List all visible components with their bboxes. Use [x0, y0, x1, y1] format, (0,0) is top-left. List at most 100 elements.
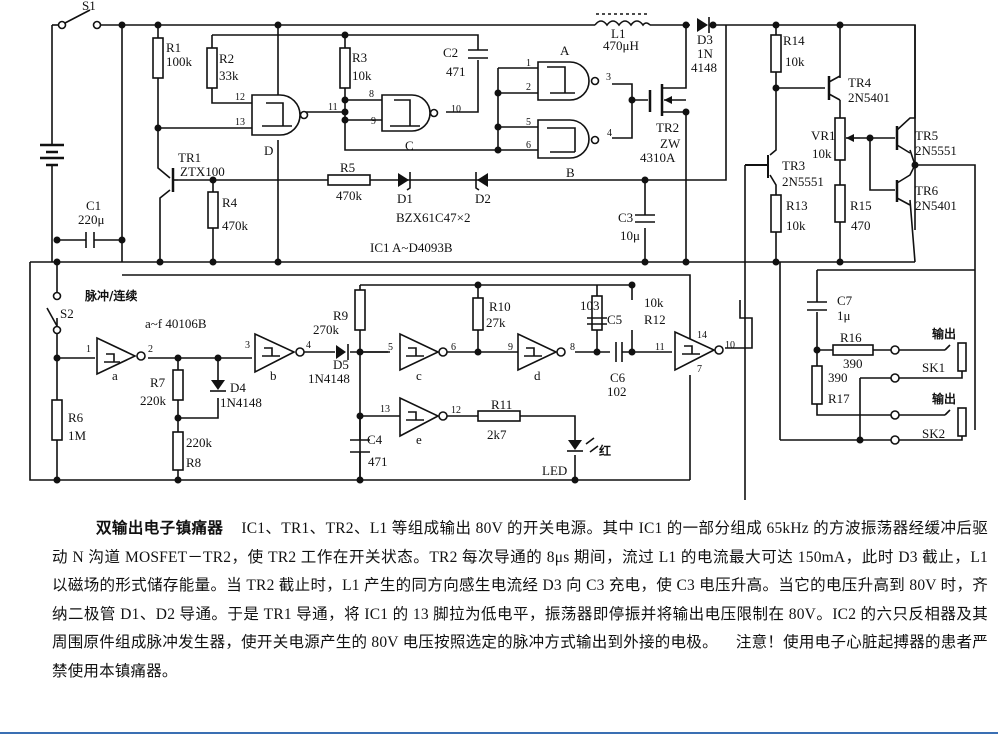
svg-text:8: 8 — [369, 89, 374, 100]
diode-d5: D5 1N4148 — [308, 344, 350, 386]
value-r13: 10k — [786, 218, 806, 233]
label-r1: R1 — [166, 40, 181, 55]
transistor-tr4: TR4 2N5401 — [827, 75, 890, 105]
svg-text:TR4: TR4 — [848, 75, 872, 90]
wires — [29, 24, 976, 500]
schmitt-inverter-c: c 5 6 — [388, 332, 456, 383]
value-r14: 10k — [785, 54, 805, 69]
diode-d1: D1 — [397, 172, 413, 206]
svg-text:TR1: TR1 — [178, 150, 201, 165]
svg-text:C: C — [405, 138, 414, 153]
svg-text:LED: LED — [542, 463, 567, 478]
svg-text:d: d — [534, 368, 541, 383]
svg-text:a: a — [112, 368, 118, 383]
svg-text:1μ: 1μ — [837, 308, 851, 323]
svg-text:ZW: ZW — [660, 136, 681, 151]
svg-text:11: 11 — [655, 342, 665, 353]
label-r5: R5 — [340, 160, 355, 175]
svg-text:1N: 1N — [697, 46, 714, 61]
nand-gate-a: A 1 2 3 — [526, 43, 611, 101]
resistors — [51, 34, 874, 471]
led: 红 LED — [542, 437, 611, 478]
label-r17: R17 — [828, 391, 850, 406]
value-r16: 390 — [843, 356, 863, 371]
svg-text:102: 102 — [607, 384, 627, 399]
svg-text:4148: 4148 — [691, 60, 717, 75]
resistor-r10 — [472, 297, 484, 331]
svg-text:b: b — [270, 368, 277, 383]
label-r2: R2 — [219, 51, 234, 66]
resistor-r6 — [51, 399, 63, 441]
label-r6: R6 — [68, 410, 84, 425]
svg-text:SK1: SK1 — [922, 360, 945, 375]
svg-text:5: 5 — [526, 117, 531, 128]
svg-text:TR2: TR2 — [656, 120, 679, 135]
svg-text:L1: L1 — [611, 26, 625, 41]
mode-label: 脉冲/连续 — [84, 288, 137, 303]
svg-text:c: c — [416, 368, 422, 383]
label-r7: R7 — [150, 375, 166, 390]
caption-warning: 注意！使用电子心脏起搏器的患者严禁使用本镇痛器。 — [52, 634, 988, 680]
svg-text:2N5551: 2N5551 — [782, 174, 824, 189]
label-r8: R8 — [186, 455, 201, 470]
svg-text:13: 13 — [235, 117, 245, 128]
inductor-l1: L1 470μH — [594, 13, 651, 53]
diode-d4: D4 1N4148 — [210, 380, 262, 410]
label-r15: R15 — [850, 198, 872, 213]
svg-text:1N4148: 1N4148 — [308, 371, 350, 386]
schmitt-inverter-b: b 3 4 — [245, 332, 311, 383]
value-r10: 27k — [486, 315, 506, 330]
capacitor-c3: C3 10μ — [618, 210, 655, 243]
resistor-r15 — [834, 184, 846, 223]
nand-gate-c: C 8 9 10 — [369, 89, 461, 153]
svg-text:C2: C2 — [443, 45, 458, 60]
transistor-tr3: TR3 2N5551 — [745, 155, 824, 189]
svg-text:C7: C7 — [837, 293, 853, 308]
label-r13: R13 — [786, 198, 808, 213]
svg-text:4310A: 4310A — [640, 150, 676, 165]
switch-s2: S2 脉冲/连续 — [46, 288, 137, 335]
value-r7: 220k — [140, 393, 167, 408]
schmitt-inverter-d: d 9 8 — [508, 332, 575, 383]
svg-text:D3: D3 — [697, 32, 713, 47]
svg-text:1N4148: 1N4148 — [220, 395, 262, 410]
value-r4: 470k — [222, 218, 249, 233]
svg-text:10: 10 — [451, 104, 461, 115]
value-r8: 220k — [186, 435, 213, 450]
svg-text:3: 3 — [245, 340, 250, 351]
label-ic2: a~f 40106B — [145, 316, 207, 331]
resistor-r11 — [477, 410, 521, 422]
resistor-r9 — [354, 289, 366, 331]
potentiometer-vr1 — [834, 117, 846, 161]
socket-sk2 — [957, 407, 967, 437]
nand-gate-d: D 12 13 11 — [235, 92, 338, 158]
resistor-r14 — [770, 34, 782, 73]
switch-s1: S1 — [52, 0, 102, 30]
svg-text:1: 1 — [526, 58, 531, 69]
svg-text:1: 1 — [86, 344, 91, 355]
svg-text:e: e — [416, 432, 422, 447]
transistor-tr6: TR6 2N5401 — [895, 164, 957, 213]
resistor-r4 — [207, 191, 219, 229]
output-sockets: 输出 SK1 输出 SK2 — [890, 326, 967, 445]
diode-d3: D3 1N 4148 — [691, 17, 717, 75]
svg-text:3: 3 — [606, 72, 611, 83]
svg-text:A: A — [560, 43, 570, 58]
battery-icon — [40, 143, 64, 167]
label-r14: R14 — [783, 33, 805, 48]
svg-text:4: 4 — [607, 128, 612, 139]
caption-body: IC1、TR1、TR2、L1 等组成输出 80V 的开关电源。其中 IC1 的一… — [52, 520, 988, 651]
svg-text:C5: C5 — [607, 312, 622, 327]
svg-text:C4: C4 — [367, 432, 383, 447]
schmitt-inverter-a: a 1 2 — [86, 336, 153, 383]
nand-gate-b: B 5 6 4 — [526, 117, 612, 180]
svg-text:8: 8 — [570, 342, 575, 353]
svg-text:C6: C6 — [610, 370, 626, 385]
transistor-tr1: TR1 ZTX100 — [171, 150, 225, 192]
resistor-r7 — [172, 369, 184, 401]
resistor-r12 — [591, 295, 603, 331]
svg-text:SK2: SK2 — [922, 426, 945, 441]
svg-text:红: 红 — [599, 443, 611, 458]
svg-text:6: 6 — [526, 140, 531, 151]
svg-text:11: 11 — [328, 102, 338, 113]
